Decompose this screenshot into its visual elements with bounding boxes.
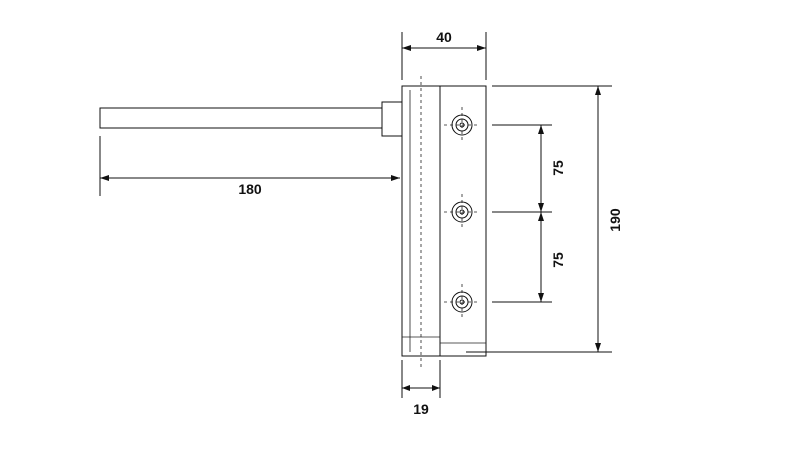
hole-extension-lines <box>492 124 552 303</box>
dimension-top-width: 40 <box>401 29 487 80</box>
screw-hole-bottom <box>444 284 480 320</box>
dimension-label-spacing-upper: 75 <box>550 160 566 176</box>
screw-hole-top <box>444 107 480 143</box>
dimension-rod-length: 180 <box>99 136 400 197</box>
dimension-label-rod-length: 180 <box>238 181 262 197</box>
dimension-label-spacing-lower: 75 <box>550 252 566 268</box>
screw-hole-middle <box>444 194 480 230</box>
hinge-body <box>401 76 487 370</box>
dimension-spacing-upper: 75 <box>538 125 566 212</box>
hinge-rod <box>99 101 403 137</box>
dimension-base-width: 19 <box>401 360 441 417</box>
dimension-label-total-height: 190 <box>607 208 623 232</box>
dimension-total-height: 190 <box>466 85 623 353</box>
dimension-label-base-width: 19 <box>413 401 429 417</box>
dimension-spacing-lower: 75 <box>538 212 566 302</box>
dimension-label-top-width: 40 <box>436 29 452 45</box>
